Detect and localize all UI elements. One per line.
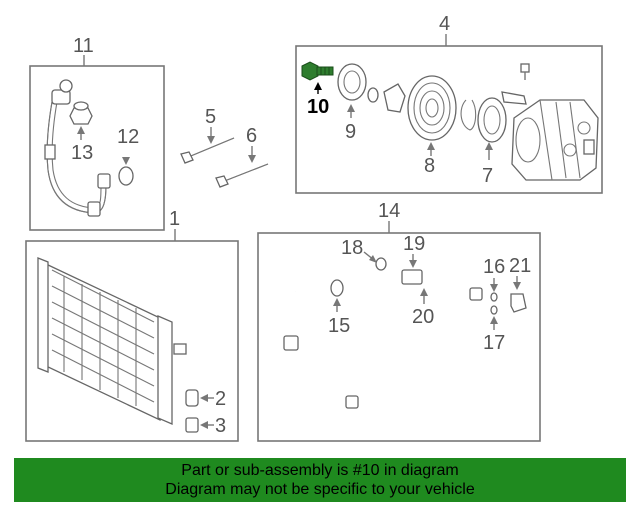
part-21-valve xyxy=(510,293,527,313)
group-1-condenser: 1 2 3 xyxy=(25,208,239,442)
callout-9: 9 xyxy=(345,121,356,143)
part-3-cap xyxy=(185,417,199,433)
part-2-plug xyxy=(185,389,199,407)
box-1 xyxy=(25,240,239,442)
callout-12: 12 xyxy=(117,126,139,148)
callout-11: 11 xyxy=(73,35,94,57)
callout-7: 7 xyxy=(482,165,493,187)
callout-14: 14 xyxy=(378,200,400,222)
callout-10: 10 xyxy=(307,96,329,118)
group-11-hose: 11 13 12 xyxy=(29,35,165,231)
callout-6: 6 xyxy=(246,125,257,147)
part-10-bolt-highlighted xyxy=(301,61,334,81)
notice-banner: Part or sub-assembly is #10 in diagram D… xyxy=(14,458,626,502)
callout-1: 1 xyxy=(169,208,180,230)
part-16-oring xyxy=(490,292,498,302)
compressor-body xyxy=(511,99,599,181)
part-8-pulley xyxy=(407,75,457,141)
box-14 xyxy=(257,232,541,442)
callout-18: 18 xyxy=(341,237,363,259)
callout-19: 19 xyxy=(403,233,425,255)
callout-13: 13 xyxy=(71,142,93,164)
callout-17: 17 xyxy=(483,332,505,354)
banner-line-1: Part or sub-assembly is #10 in diagram xyxy=(181,462,459,479)
callout-3: 3 xyxy=(215,415,226,437)
part-18-cap xyxy=(375,257,387,271)
part-12-oring xyxy=(118,166,134,186)
callout-21: 21 xyxy=(509,255,531,277)
part-17-oring xyxy=(490,305,498,315)
callout-5: 5 xyxy=(205,106,216,128)
part-9-plate xyxy=(337,63,367,101)
callout-8: 8 xyxy=(424,155,435,177)
callout-4: 4 xyxy=(439,13,450,35)
callout-15: 15 xyxy=(328,315,350,337)
box-4 xyxy=(295,45,603,194)
bolts-5-6: 5 6 xyxy=(180,106,269,188)
callout-2: 2 xyxy=(215,388,226,410)
box-11 xyxy=(29,65,165,231)
group-14-lines: 14 15 18 19 20 16 xyxy=(257,200,541,442)
part-15-cap xyxy=(330,279,344,297)
banner-line-2: Diagram may not be specific to your vehi… xyxy=(165,481,475,498)
callout-16: 16 xyxy=(483,256,505,278)
part-7-coil xyxy=(477,97,507,143)
part-13-cap xyxy=(69,107,93,125)
callout-20: 20 xyxy=(412,306,434,328)
group-4-compressor: 4 10 9 8 xyxy=(295,13,603,194)
